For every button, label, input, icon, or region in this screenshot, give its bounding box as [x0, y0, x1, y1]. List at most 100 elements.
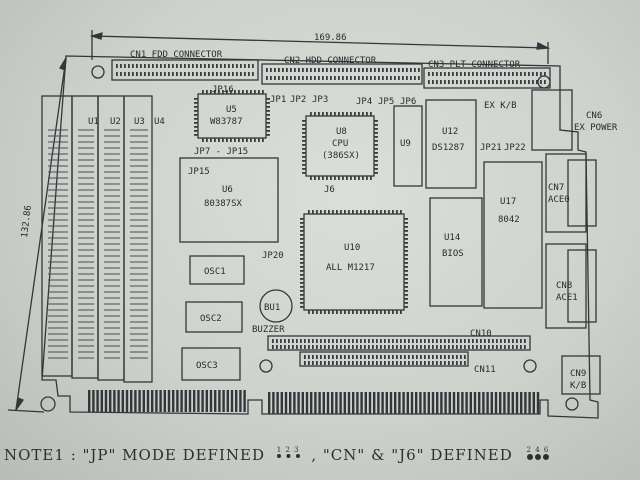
cn10-pin [292, 345, 294, 349]
height-dim-arrow-bottom [15, 397, 25, 411]
cn1-pin [220, 72, 222, 76]
edge-finger [410, 392, 414, 414]
cn11-pin [420, 361, 422, 365]
u10-pin [300, 282, 304, 284]
edge-finger [402, 392, 405, 414]
cn1-pin [132, 72, 134, 76]
edge-finger [377, 392, 380, 414]
u8-pin [346, 176, 348, 180]
cn11-pin [360, 361, 362, 365]
u8-pin [302, 172, 306, 174]
u10-pin [388, 210, 390, 214]
cn2-pin [418, 76, 420, 80]
edge-finger [494, 392, 498, 414]
cn10-pin [316, 345, 318, 349]
cn10-pin [460, 345, 462, 349]
cn11-pin [352, 361, 354, 365]
cn10-pin [436, 339, 438, 343]
cn10-pin [508, 345, 510, 349]
cn10-pin [280, 339, 282, 343]
cn11-pin [356, 355, 358, 359]
u8-pin [326, 112, 328, 116]
u8-pin [302, 156, 306, 158]
u8-pin [374, 156, 378, 158]
cn10-pin [384, 339, 386, 343]
cn11-pin [352, 355, 354, 359]
edge-finger [482, 392, 485, 414]
cn3-pin [504, 80, 506, 84]
u8-pin [374, 144, 378, 146]
cn10-pin [308, 339, 310, 343]
u8-pin [302, 160, 306, 162]
cn3-pin [452, 72, 454, 76]
cn10-pin [504, 339, 506, 343]
u5-pin [266, 102, 270, 104]
edge-finger [197, 390, 200, 412]
cn3-pin [468, 80, 470, 84]
u10-pin [312, 210, 314, 214]
u5-pin [210, 138, 212, 142]
cn2-pin [406, 76, 408, 80]
edge-finger [381, 392, 384, 414]
u10-pin [360, 210, 362, 214]
cn1-pin [164, 64, 166, 68]
cn3-pin [460, 80, 462, 84]
cn3-pin [456, 72, 458, 76]
cn11-pin [416, 355, 418, 359]
edge-finger [515, 392, 519, 414]
u10-pin [380, 210, 382, 214]
edge-finger [511, 392, 514, 414]
cn10-pin [524, 339, 526, 343]
cn10-pin [476, 339, 478, 343]
simm-socket-2 [71, 95, 99, 379]
cn10-pin [380, 345, 382, 349]
cn10-pin [484, 339, 486, 343]
simm-socket-4 [123, 95, 153, 383]
cn10-pin [512, 339, 514, 343]
edge-finger [373, 392, 376, 414]
cn2-pin [358, 68, 360, 72]
edge-finger [113, 390, 116, 412]
cn11-connector [299, 351, 469, 367]
cn11-pin [324, 355, 326, 359]
cn1-pin [180, 72, 182, 76]
cn11-pin [404, 361, 406, 365]
edge-finger [109, 390, 112, 412]
cn1-pin [196, 72, 198, 76]
cn2-pin [370, 68, 372, 72]
u5-pin [242, 90, 244, 94]
cn10-pin [432, 339, 434, 343]
u10-pin [372, 310, 374, 314]
edge-finger [473, 392, 477, 414]
u10-pin [300, 286, 304, 288]
cn2-pin [382, 68, 384, 72]
edge-finger [130, 390, 133, 412]
edge-finger [486, 392, 489, 414]
cn3-pin [544, 72, 546, 76]
cn2-pin [342, 68, 344, 72]
cn3-pin [500, 80, 502, 84]
cn10-pin [284, 339, 286, 343]
edge-finger [305, 392, 309, 414]
u8-pin [314, 176, 316, 180]
u10-pin [356, 310, 358, 314]
cn1-pin [144, 64, 146, 68]
cn10-pin [492, 339, 494, 343]
u10-pin [328, 210, 330, 214]
mount-hole [91, 65, 105, 79]
cn10-pin [428, 339, 430, 343]
cn3-pin [528, 80, 530, 84]
jp2-label: JP2 [290, 95, 306, 105]
cn10-pin [372, 339, 374, 343]
cn2-pin [266, 68, 268, 72]
cn1-pin [160, 64, 162, 68]
cn10-pin [340, 339, 342, 343]
cn1-pin [148, 64, 150, 68]
cn1-pin [120, 72, 122, 76]
u5-pin [218, 90, 220, 94]
width-dim-arrow-right [536, 42, 551, 50]
cn1-pin [216, 72, 218, 76]
cn11-pin [440, 355, 442, 359]
u8-pin [374, 172, 378, 174]
chip-u14 [429, 197, 483, 307]
